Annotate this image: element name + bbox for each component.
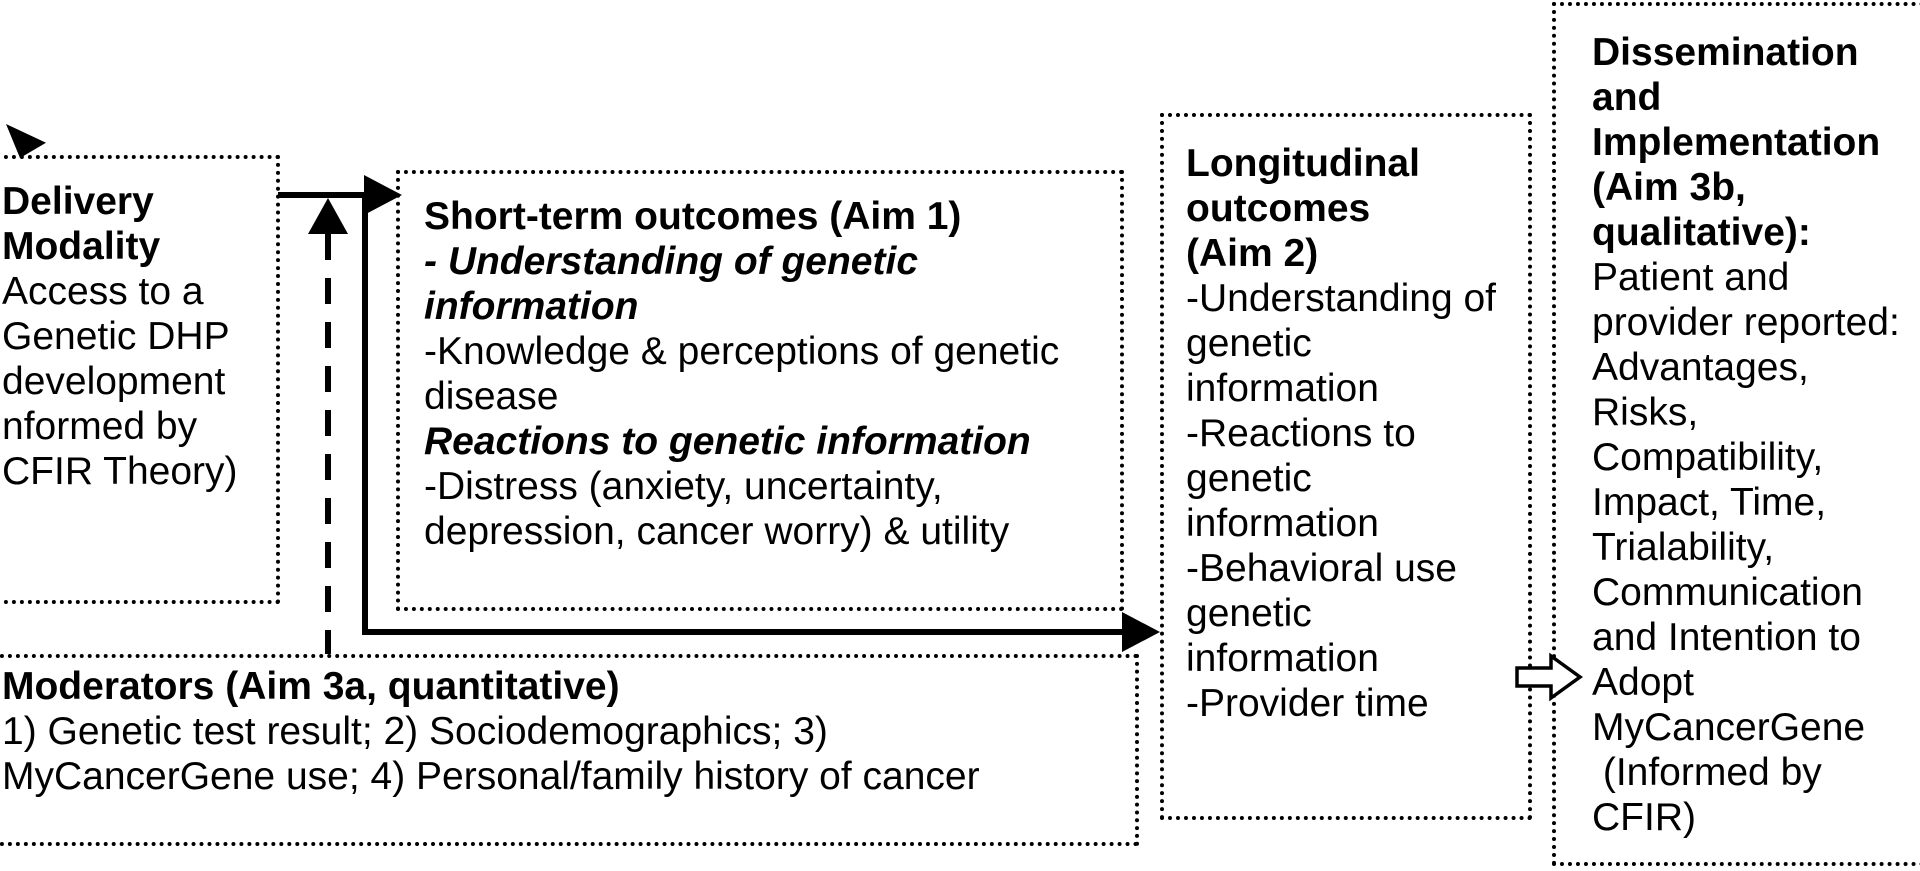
text-line: Access to a <box>2 270 204 313</box>
text-line: CFIR Theory) <box>2 450 238 493</box>
text-line: MyCancerGene use; 4) Personal/family his… <box>2 755 980 798</box>
text-line: Reactions to genetic information <box>424 420 1031 463</box>
text-line: Adopt <box>1592 661 1694 704</box>
text-line: -Distress (anxiety, uncertainty, <box>424 465 943 508</box>
moderators-dashed-line <box>325 234 331 654</box>
text-line: Short-term outcomes (Aim 1) <box>424 195 962 238</box>
text-line: provider reported: <box>1592 301 1900 344</box>
text-line: outcomes <box>1186 187 1371 230</box>
block-right-arrow-icon <box>1515 652 1583 702</box>
longitudinal-arrowhead-icon <box>1122 612 1160 652</box>
text-line: information <box>1186 502 1379 545</box>
text-line: -Provider time <box>1186 682 1429 725</box>
text-line: Longitudinal <box>1186 142 1420 185</box>
text-line: genetic <box>1186 322 1312 365</box>
text-line: 1) Genetic test result; 2) Sociodemograp… <box>2 710 828 753</box>
text-line: CFIR) <box>1592 796 1696 839</box>
text-line: qualitative): <box>1592 211 1811 254</box>
elbow-connector-horizontal-line <box>362 629 1122 635</box>
text-line: genetic <box>1186 592 1312 635</box>
text-line: (Aim 3b, <box>1592 166 1746 209</box>
text-line: Risks, <box>1592 391 1699 434</box>
short-term-outcomes-text: Short-term outcomes (Aim 1)- Understandi… <box>400 174 1120 554</box>
text-line: disease <box>424 375 559 418</box>
moderators-up-arrowhead-icon <box>308 198 348 234</box>
text-line: Delivery <box>2 180 154 223</box>
text-line: information <box>1186 637 1379 680</box>
text-line: Impact, Time, <box>1592 481 1827 524</box>
text-line: development <box>2 360 226 403</box>
text-line: Compatibility, <box>1592 436 1824 479</box>
text-line: Trialability, <box>1592 526 1775 569</box>
text-line: information <box>1186 367 1379 410</box>
moderators-text: Moderators (Aim 3a, quantitative)1) Gene… <box>0 658 1135 799</box>
text-line: -Reactions to <box>1186 412 1416 455</box>
delivery-to-shortterm-arrow-line <box>278 192 370 198</box>
text-line: Communication <box>1592 571 1863 614</box>
moderators-box: Moderators (Aim 3a, quantitative)1) Gene… <box>0 654 1139 846</box>
text-line: nformed by <box>2 405 198 448</box>
text-line: information <box>424 285 639 328</box>
text-line: Dissemination <box>1592 31 1859 74</box>
text-line: genetic <box>1186 457 1312 500</box>
text-line: -Behavioral use <box>1186 547 1457 590</box>
text-line: (Informed by <box>1592 751 1822 794</box>
elbow-connector-vertical-line <box>362 192 368 635</box>
text-line: -Knowledge & perceptions of genetic <box>424 330 1060 373</box>
short-term-outcomes-box: Short-term outcomes (Aim 1)- Understandi… <box>396 170 1124 611</box>
text-line: Moderators (Aim 3a, quantitative) <box>2 665 620 708</box>
delivery-to-shortterm-arrowhead-icon <box>364 175 402 215</box>
feedback-nw-arrowhead-icon <box>6 124 46 158</box>
text-line: Implementation <box>1592 121 1881 164</box>
text-line: depression, cancer worry) & utility <box>424 510 1010 553</box>
text-line: (Aim 2) <box>1186 232 1319 275</box>
text-line: and Intention to <box>1592 616 1861 659</box>
text-line: Patient and <box>1592 256 1790 299</box>
text-line: Genetic DHP <box>2 315 230 358</box>
text-line: Advantages, <box>1592 346 1809 389</box>
text-line: MyCancerGene <box>1592 706 1866 749</box>
text-line: -Understanding of <box>1186 277 1497 320</box>
text-line: - Understanding of genetic <box>424 240 919 283</box>
text-line: Modality <box>2 225 161 268</box>
text-line: and <box>1592 76 1662 119</box>
